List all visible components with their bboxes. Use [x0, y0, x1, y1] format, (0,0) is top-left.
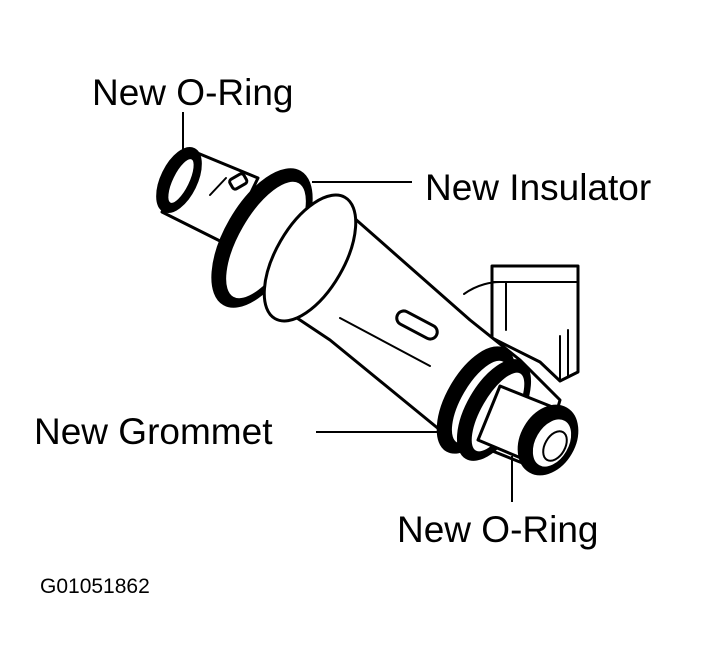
label-insulator: New Insulator: [425, 167, 652, 208]
label-bottom-o-ring: New O-Ring: [397, 509, 599, 550]
figure-id: G01051862: [40, 575, 150, 598]
label-top-o-ring: New O-Ring: [92, 72, 294, 113]
label-grommet: New Grommet: [34, 411, 273, 452]
